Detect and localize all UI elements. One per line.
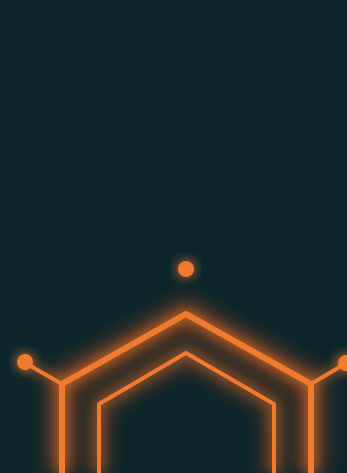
top-node-dot-icon: [178, 261, 194, 277]
right-node-dot-icon: [338, 355, 347, 371]
left-node-dot-icon: [17, 354, 33, 370]
left-connector-line: [26, 362, 63, 386]
right-connector-line: [309, 363, 345, 386]
inner-hexagon: [97, 351, 276, 473]
